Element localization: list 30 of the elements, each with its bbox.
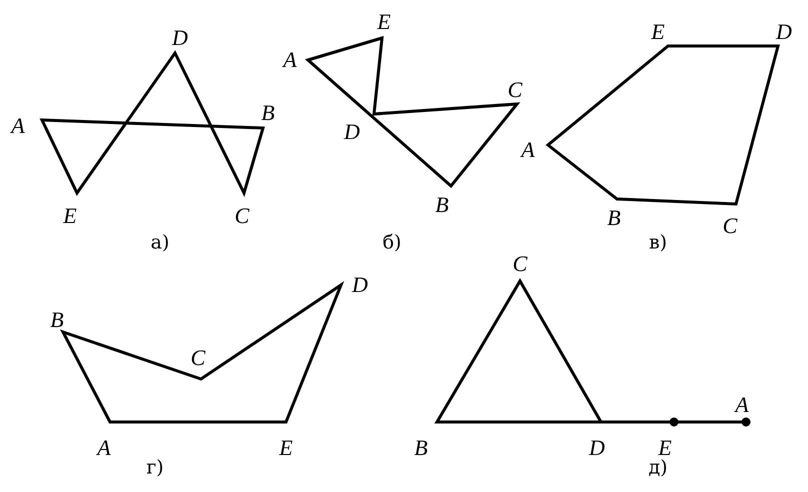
vertex-label: A [521, 139, 535, 161]
vertex-label: B [607, 207, 621, 229]
vertex-label: D [589, 437, 605, 459]
panel-caption: в) [648, 234, 668, 252]
vertex-label: E [377, 11, 391, 33]
vertex-label: B [50, 309, 64, 331]
vertex-label: C [508, 79, 522, 101]
vertex-label: B [435, 194, 449, 216]
vertex-label: C [234, 205, 250, 227]
vertex-label: D [172, 27, 188, 49]
vertex-label: A [735, 394, 749, 416]
vertex-label: C [722, 215, 738, 237]
vertex-label: D [344, 121, 360, 143]
vertex-label: B [414, 437, 428, 459]
vertex-label: E [63, 205, 77, 227]
vertex-label: A [11, 115, 25, 137]
vertex-label: E [279, 437, 293, 459]
panel-caption: б) [382, 234, 402, 252]
vertex-label: E [658, 437, 672, 459]
vertex-label: D [352, 274, 368, 296]
vertex-label: C [190, 347, 206, 369]
vertex-label: A [97, 437, 111, 459]
panel-caption: г) [146, 458, 164, 478]
panel-caption: д) [648, 458, 668, 478]
vertex-label: A [283, 49, 297, 71]
vertex-label: E [651, 21, 665, 43]
vertex-label: D [776, 21, 792, 43]
vertex-label: C [512, 253, 528, 275]
vertex-label: B [261, 102, 275, 124]
panel-caption: а) [150, 234, 170, 252]
